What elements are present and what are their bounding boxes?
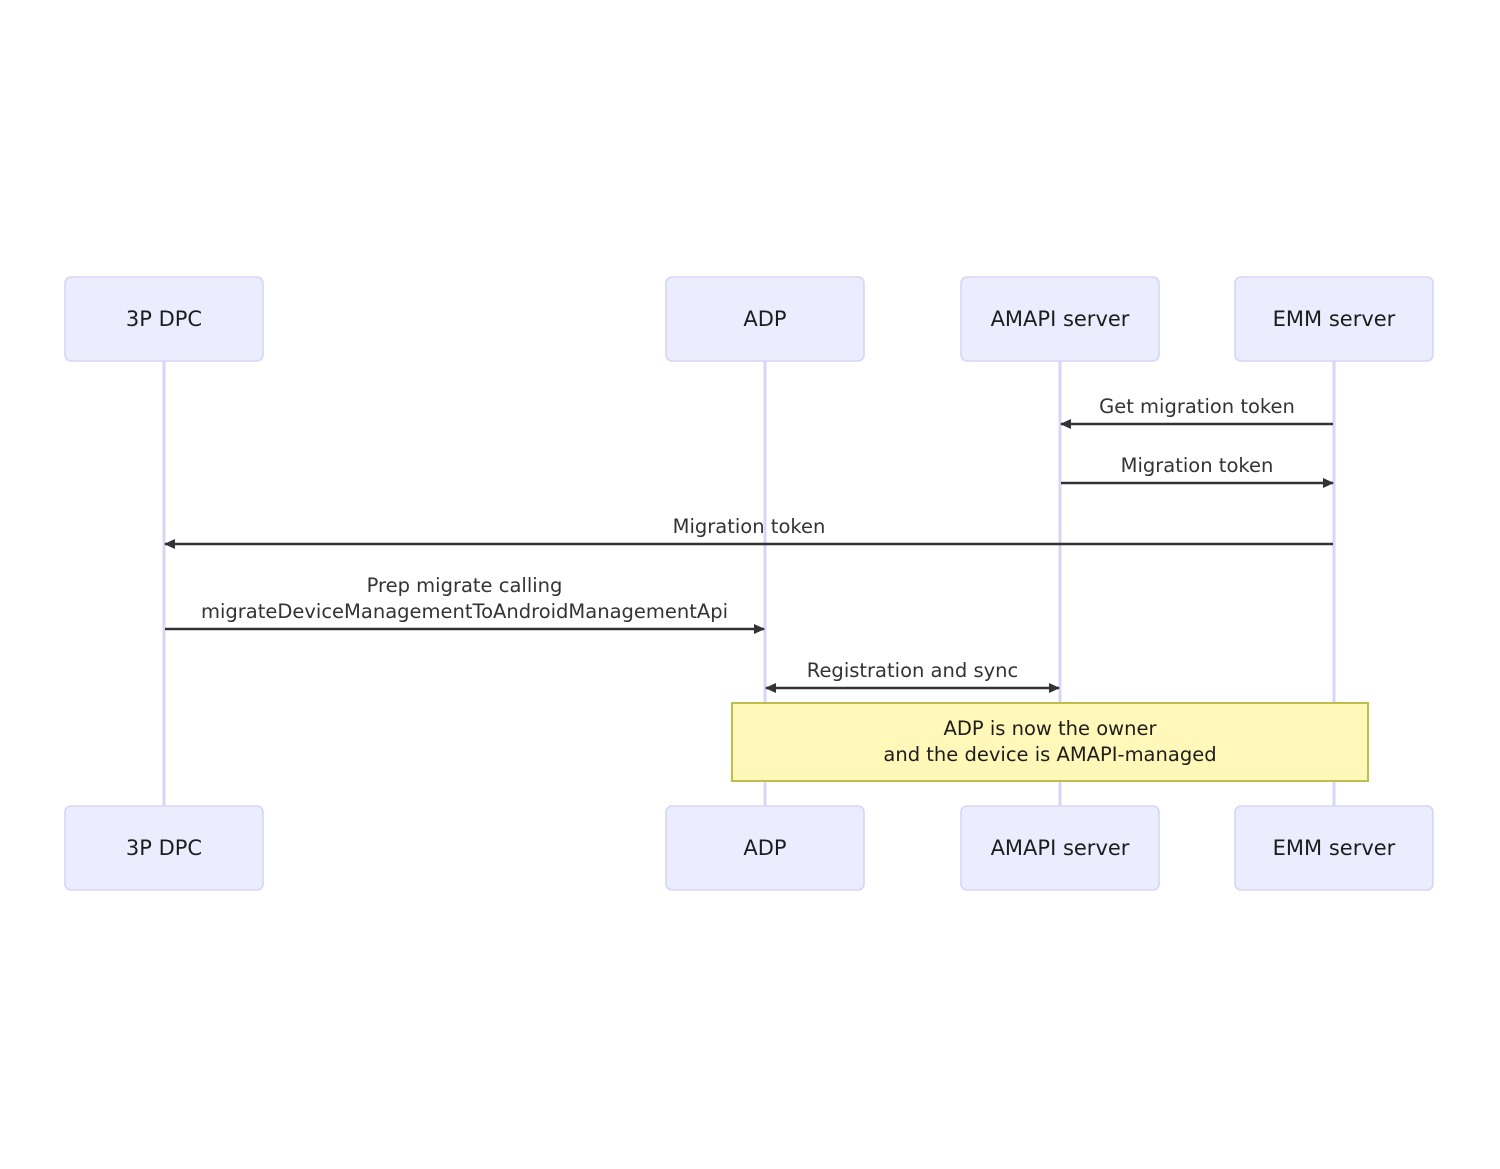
message-label: Get migration token	[1099, 395, 1295, 418]
notes-group: ADP is now the owner and the device is AM…	[731, 702, 1369, 782]
actor-dpc-bottom[interactable]: 3P DPC	[64, 805, 264, 891]
actor-box	[960, 805, 1160, 891]
actor-label: EMM server	[1273, 307, 1396, 331]
actor-label: 3P DPC	[126, 307, 202, 331]
note-n1[interactable]: ADP is now the owner and the device is AM…	[731, 702, 1369, 782]
message-label: Registration and sync	[807, 659, 1018, 682]
note-box	[731, 702, 1369, 782]
actor-emm-bottom[interactable]: EMM server	[1234, 805, 1434, 891]
message-m4[interactable]: Prep migrate calling migrateDeviceManagem…	[165, 574, 765, 634]
actor-label: EMM server	[1273, 836, 1396, 860]
actor-label: AMAPI server	[991, 307, 1130, 331]
actor-label: ADP	[743, 307, 786, 331]
actor-amapi-bottom[interactable]: AMAPI server	[960, 805, 1160, 891]
actor-dpc-top[interactable]: 3P DPC	[64, 276, 264, 362]
message-m5[interactable]: Registration and sync	[765, 659, 1060, 693]
actor-box	[1234, 276, 1434, 362]
message-label: Migration token	[673, 515, 826, 538]
message-label: Migration token	[1121, 454, 1274, 477]
actor-box	[64, 276, 264, 362]
actor-box	[64, 805, 264, 891]
message-m3[interactable]: Migration token	[164, 515, 1333, 549]
actor-label: ADP	[743, 836, 786, 860]
actor-box	[1234, 805, 1434, 891]
note-text-line: ADP is now the owner	[944, 717, 1158, 740]
actor-adp-top[interactable]: ADP	[665, 276, 865, 362]
message-m2[interactable]: Migration token	[1061, 454, 1334, 488]
actor-box	[665, 805, 865, 891]
actor-adp-bottom[interactable]: ADP	[665, 805, 865, 891]
message-label: migrateDeviceManagementToAndroidManageme…	[201, 600, 728, 623]
actor-label: 3P DPC	[126, 836, 202, 860]
actor-box	[960, 276, 1160, 362]
actor-amapi-top[interactable]: AMAPI server	[960, 276, 1160, 362]
message-m1[interactable]: Get migration token	[1060, 395, 1333, 429]
actor-box	[665, 276, 865, 362]
actor-label: AMAPI server	[991, 836, 1130, 860]
message-label: Prep migrate calling	[367, 574, 563, 597]
actor-emm-top[interactable]: EMM server	[1234, 276, 1434, 362]
note-text-line: and the device is AMAPI-managed	[883, 743, 1216, 766]
